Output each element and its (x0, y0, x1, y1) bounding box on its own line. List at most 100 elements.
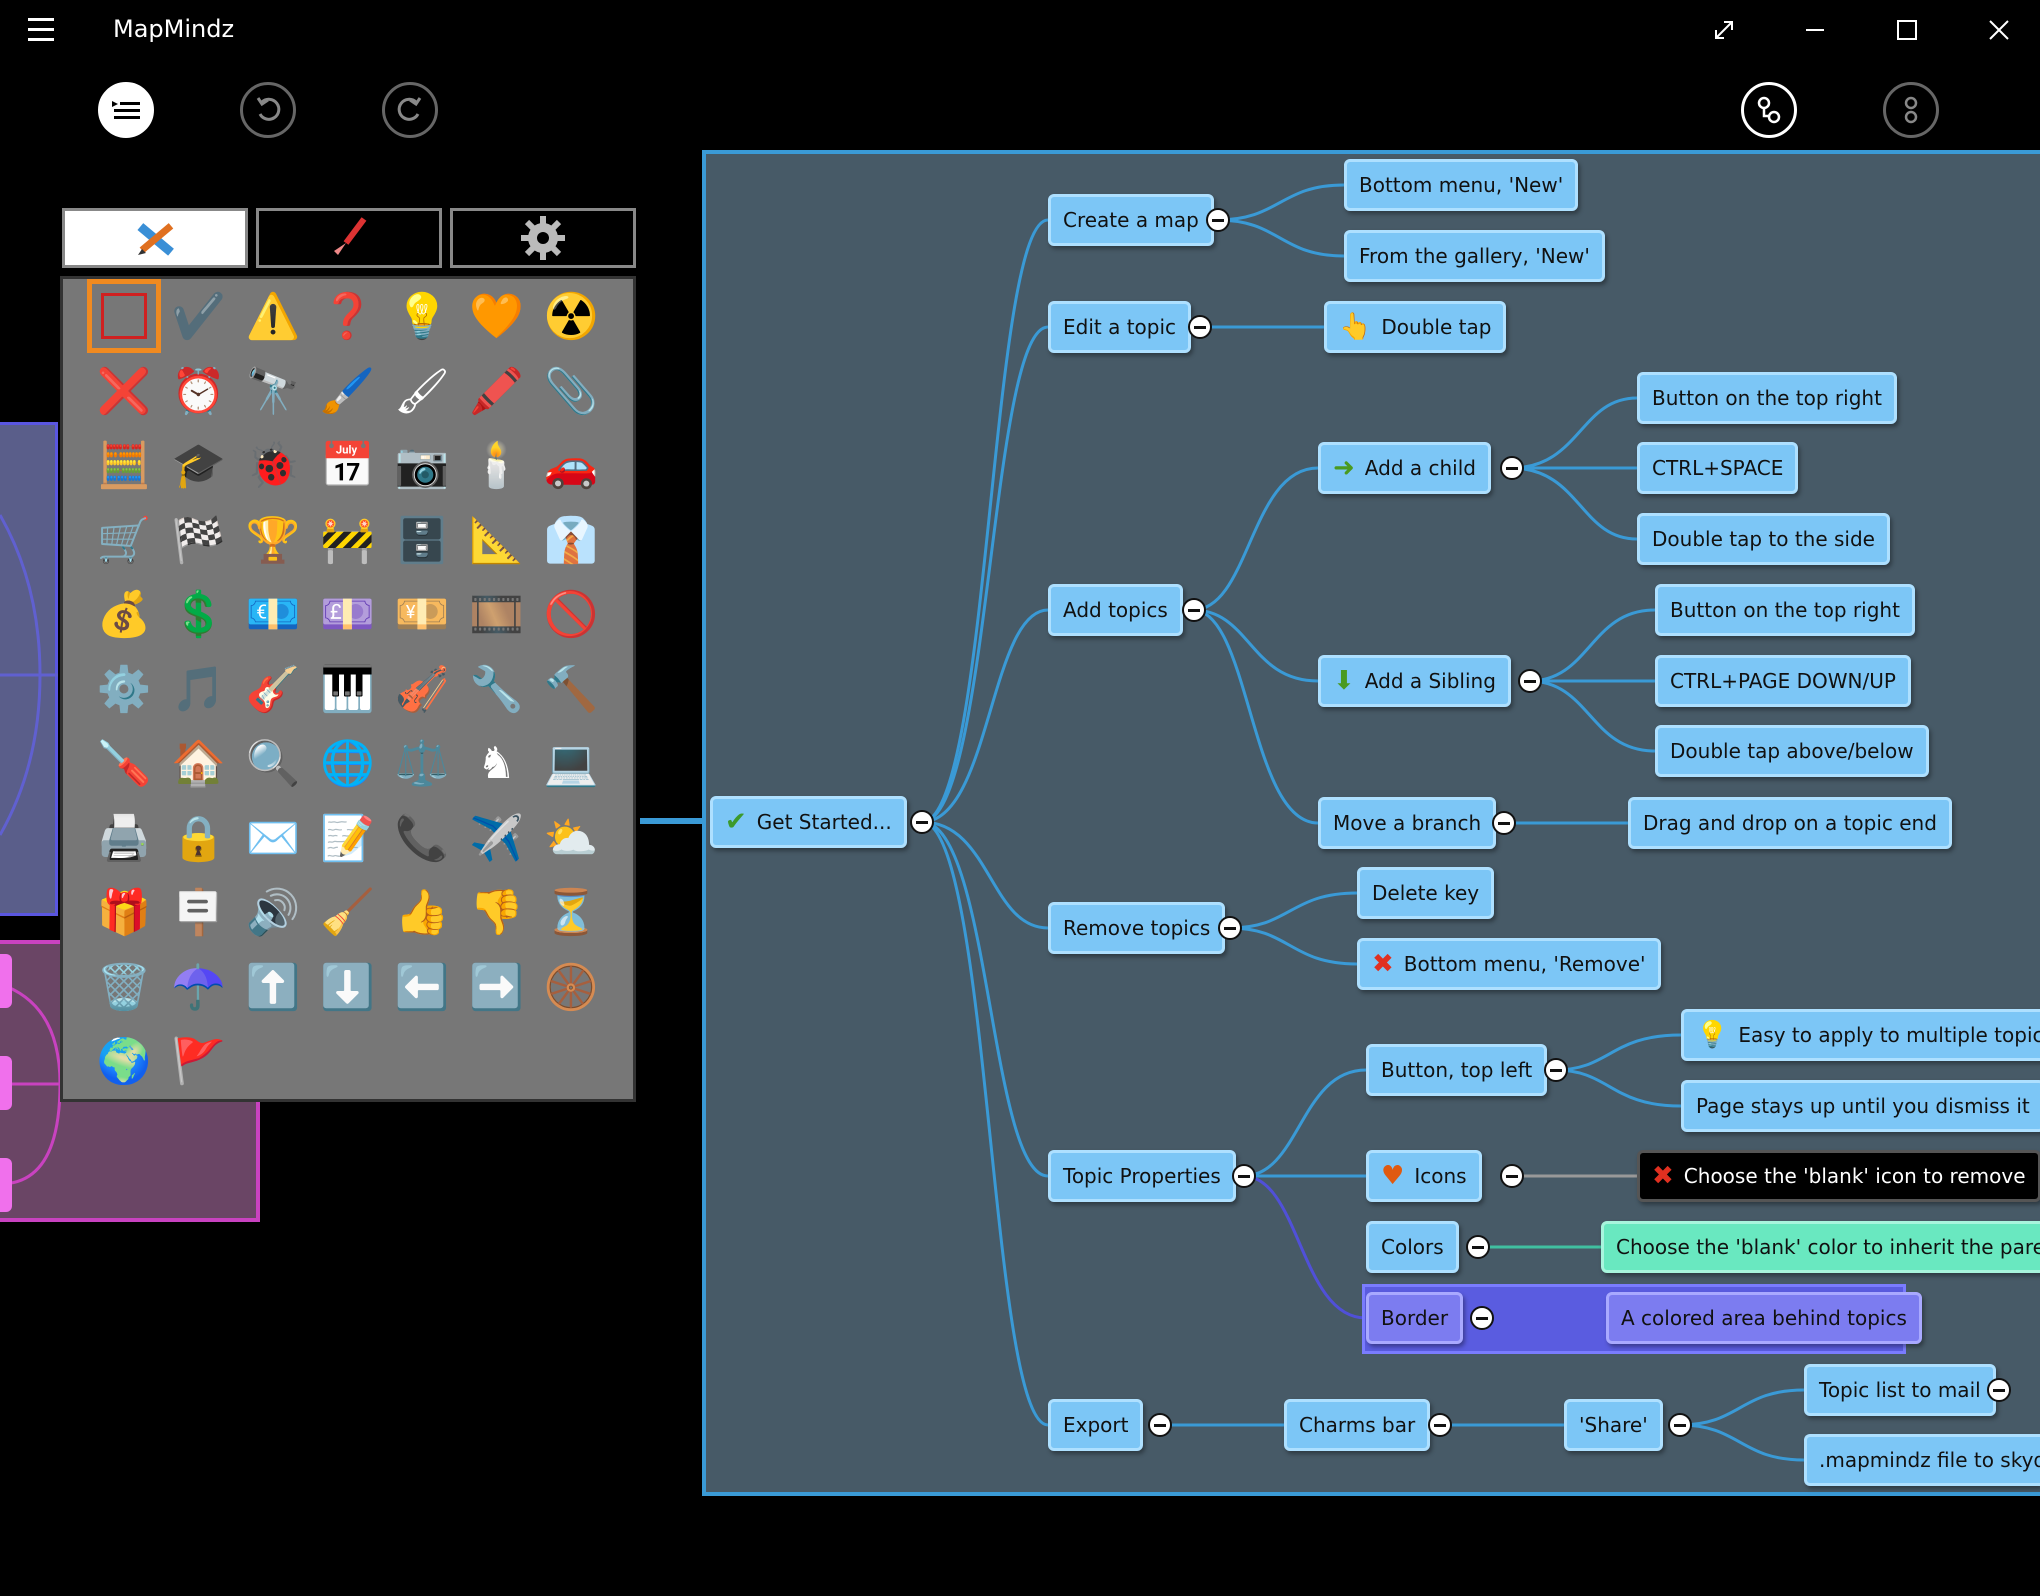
tab-settings[interactable] (450, 208, 636, 268)
icon-option[interactable]: 🕯️ (469, 440, 524, 491)
icon-option[interactable]: 🔧 (469, 663, 524, 715)
hamburger-menu-icon[interactable] (28, 18, 58, 42)
icon-option[interactable]: 🎁 (96, 887, 152, 938)
topic-colors[interactable]: Colors (1366, 1221, 1459, 1273)
icon-option[interactable]: ❌ (96, 365, 152, 417)
icon-option[interactable]: 🎸 (245, 663, 301, 715)
icon-option[interactable]: 💰 (96, 589, 152, 640)
icon-option[interactable]: 🛞 (543, 961, 599, 1013)
icon-option[interactable]: 🏆 (245, 514, 301, 566)
undo-button[interactable] (240, 82, 296, 138)
topic-icons[interactable]: ♥Icons (1366, 1150, 1482, 1202)
topic-page-stays[interactable]: Page stays up until you dismiss it (1681, 1080, 2040, 1132)
topic-move-branch[interactable]: Move a branch (1318, 797, 1497, 849)
icon-option[interactable]: 📎 (543, 365, 599, 417)
icon-option[interactable]: ♞ (476, 737, 517, 789)
blank-icon-option[interactable] (87, 279, 161, 353)
icon-option[interactable]: 🧡 (469, 291, 524, 342)
icon-option[interactable]: 🪧 (171, 887, 226, 938)
icon-option[interactable]: ⚖️ (394, 738, 450, 789)
icon-option[interactable]: 🏠 (171, 738, 226, 789)
icon-option[interactable]: 🚧 (320, 514, 375, 566)
icon-option[interactable]: 📷 (394, 440, 450, 491)
icon-option[interactable]: 🎹 (320, 663, 375, 715)
topic-edit-topic[interactable]: Edit a topic (1048, 301, 1192, 353)
icon-option[interactable]: 🔍 (245, 738, 301, 789)
topic-delete-key[interactable]: Delete key (1357, 867, 1495, 919)
collapse-toggle[interactable] (1470, 1306, 1494, 1330)
topic-easy-apply[interactable]: 💡Easy to apply to multiple topics (1681, 1009, 2040, 1061)
collapse-toggle[interactable] (1466, 1235, 1490, 1259)
icon-option[interactable]: 🏁 (171, 514, 226, 566)
icon-option[interactable]: ⏳ (543, 887, 599, 938)
topic-border[interactable]: Border (1366, 1292, 1464, 1344)
icon-option[interactable]: ✈️ (469, 812, 524, 864)
icon-option[interactable]: 💶 (245, 589, 301, 640)
icon-option[interactable]: 🧮 (96, 440, 152, 491)
topic-add-sibling[interactable]: ⬇Add a Sibling (1318, 655, 1511, 707)
icon-option[interactable]: ☂️ (171, 961, 226, 1013)
icon-option[interactable]: 🖍️ (469, 365, 524, 417)
collapse-toggle[interactable] (1218, 916, 1242, 940)
collapse-toggle[interactable] (1232, 1164, 1256, 1188)
topic-choose-blank-color[interactable]: Choose the 'blank' color to inherit the … (1601, 1221, 2040, 1273)
icon-option[interactable]: 🚗 (543, 440, 599, 491)
icon-option[interactable]: ✉️ (245, 812, 301, 864)
icon-option[interactable]: 🎻 (394, 663, 450, 715)
tab-colors[interactable] (256, 208, 442, 268)
icon-option[interactable]: ⚠️ (245, 291, 301, 342)
icon-option[interactable]: 👔 (543, 514, 599, 566)
icon-option[interactable]: ⚙️ (96, 663, 152, 715)
icon-option[interactable]: 💡 (394, 291, 450, 342)
links-button[interactable] (1741, 82, 1797, 138)
icon-option[interactable]: ⬇️ (320, 961, 375, 1013)
collapse-toggle[interactable] (1500, 1164, 1524, 1188)
topic-ctrl-page[interactable]: CTRL+PAGE DOWN/UP (1655, 655, 1911, 707)
collapse-toggle[interactable] (1428, 1413, 1452, 1437)
icon-option[interactable]: ⬆️ (245, 961, 301, 1013)
icon-option[interactable]: ⏰ (171, 365, 226, 417)
icon-option[interactable]: 🚫 (543, 589, 599, 640)
icon-option[interactable]: ⛅ (543, 812, 599, 864)
icon-option[interactable]: 🗑️ (96, 961, 152, 1013)
icon-option[interactable]: 📐 (469, 514, 524, 566)
topic-charms-bar[interactable]: Charms bar (1284, 1399, 1431, 1451)
icon-option[interactable]: ☢️ (543, 291, 599, 342)
topic-topic-list-mail[interactable]: Topic list to mail (1804, 1364, 1996, 1416)
icon-option[interactable]: 📝 (320, 812, 375, 864)
topic-double-tap[interactable]: 👆Double tap (1324, 301, 1507, 353)
topic-double-tap-above[interactable]: Double tap above/below (1655, 725, 1929, 777)
icon-option[interactable]: 💴 (394, 589, 450, 640)
collapse-toggle[interactable] (1544, 1058, 1568, 1082)
topic-button-top-left[interactable]: Button, top left (1366, 1044, 1548, 1096)
collapse-toggle[interactable] (1206, 208, 1230, 232)
redo-button[interactable] (382, 82, 438, 138)
collapse-toggle[interactable] (1518, 669, 1542, 693)
collapse-toggle[interactable] (1492, 811, 1516, 835)
icon-option[interactable]: ❓ (320, 291, 375, 342)
icon-option[interactable]: 🔨 (543, 663, 599, 715)
collapse-toggle[interactable] (910, 810, 934, 834)
icon-option[interactable]: 👍 (394, 887, 450, 938)
topic-ctrl-space[interactable]: CTRL+SPACE (1637, 442, 1799, 494)
icon-option[interactable]: ✔️ (171, 291, 226, 342)
collapse-toggle[interactable] (1182, 598, 1206, 622)
close-icon[interactable] (1979, 12, 2019, 48)
topic-bottom-menu-new[interactable]: Bottom menu, 'New' (1344, 159, 1579, 211)
icon-option[interactable]: 🛒 (96, 514, 152, 566)
icon-option[interactable]: 🎞️ (469, 589, 524, 640)
icon-option[interactable]: 🖌️ (320, 365, 375, 417)
icon-option[interactable]: 🧹 (320, 887, 375, 938)
topic-remove-topics[interactable]: Remove topics (1048, 902, 1226, 954)
collapse-toggle[interactable] (1188, 315, 1212, 339)
topic-drag-drop[interactable]: Drag and drop on a topic end (1628, 797, 1952, 849)
topic-export[interactable]: Export (1048, 1399, 1144, 1451)
maximize-icon[interactable] (1887, 12, 1927, 48)
topic-choose-blank-icon[interactable]: ✖Choose the 'blank' icon to remove (1637, 1150, 2040, 1202)
collapse-toggle[interactable] (1987, 1378, 2011, 1402)
topic-get-started[interactable]: ✔Get Started... (710, 796, 907, 848)
nodes-button[interactable] (1883, 82, 1939, 138)
collapse-toggle[interactable] (1668, 1413, 1692, 1437)
icon-option[interactable]: 🐞 (245, 440, 301, 491)
icon-option[interactable]: 💻 (543, 738, 599, 789)
